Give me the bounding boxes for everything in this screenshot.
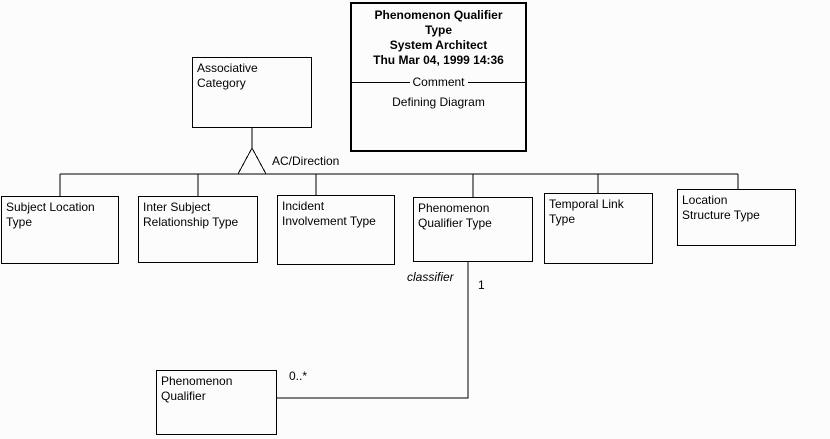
node-phenomenon-qualifier[interactable]: Phenomenon Qualifier: [156, 370, 277, 435]
diagram-title: Phenomenon Qualifier Type System Archite…: [373, 8, 504, 67]
divider-rule-left: [352, 81, 410, 83]
node-location-structure-type[interactable]: Location Structure Type: [677, 189, 796, 246]
generalization-triangle-icon: [237, 146, 267, 175]
divider-rule-right: [467, 81, 526, 83]
node-temporal-link-type[interactable]: Temporal Link Type: [544, 193, 653, 264]
node-phenomenon-qualifier-type[interactable]: Phenomenon Qualifier Type: [413, 197, 533, 262]
node-subject-location-type[interactable]: Subject Location Type: [1, 196, 119, 264]
generalization-label: AC/Direction: [272, 154, 340, 168]
association-line: [277, 262, 469, 399]
node-inter-subject-relationship-type[interactable]: Inter Subject Relationship Type: [138, 196, 258, 263]
association-role-label: classifier: [407, 270, 454, 284]
association-multiplicity-target: 0..*: [289, 369, 308, 383]
association-multiplicity-source: 1: [478, 278, 485, 292]
comment-divider-label: Comment: [412, 75, 465, 89]
diagram-header-box[interactable]: Phenomenon Qualifier Type System Archite…: [350, 2, 527, 152]
comment-divider: Comment: [352, 75, 526, 89]
defining-diagram-label: Defining Diagram: [392, 95, 485, 109]
node-associative-category[interactable]: Associative Category: [192, 57, 312, 128]
node-incident-involvement-type[interactable]: Incident Involvement Type: [277, 195, 395, 265]
